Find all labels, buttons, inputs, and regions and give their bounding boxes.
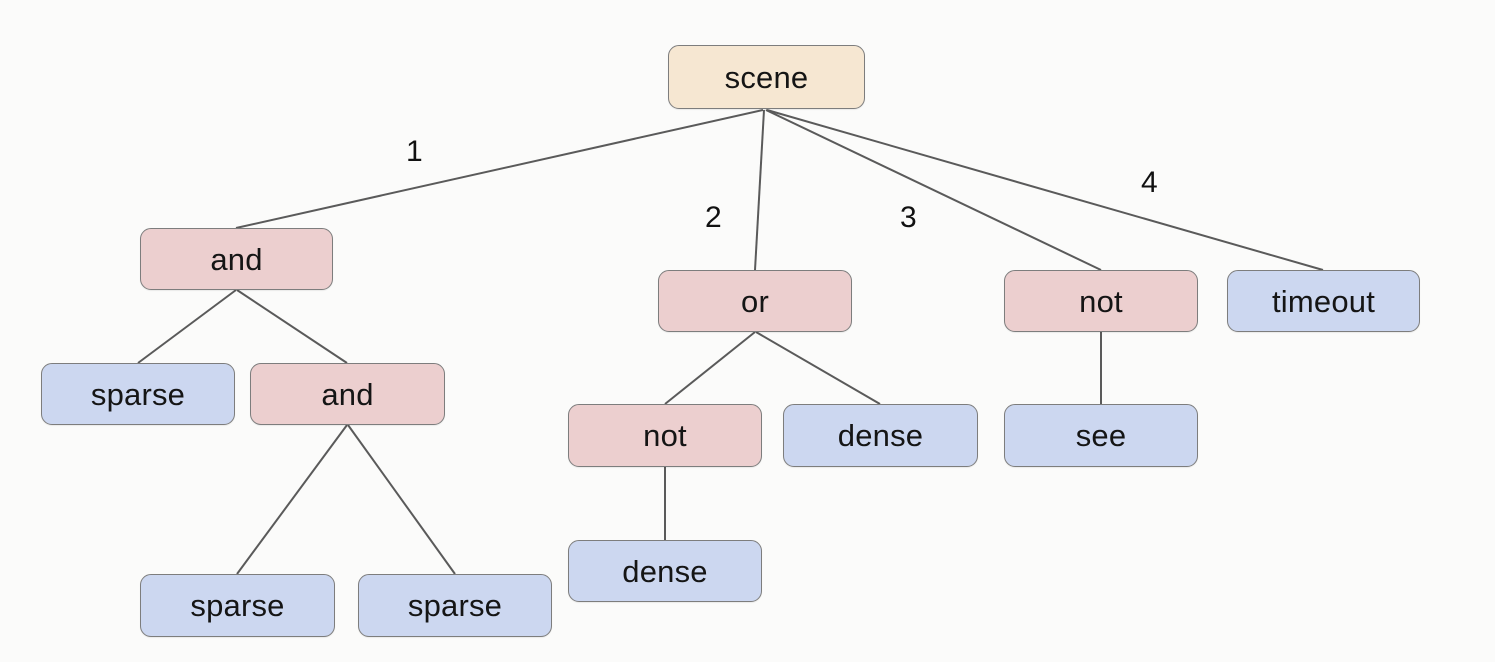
tree-node-and2[interactable]: and [250,363,445,425]
tree-node-not1[interactable]: not [568,404,762,467]
tree-node-label: sparse [407,588,503,623]
tree-node-or1[interactable]: or [658,270,852,332]
tree-node-and1[interactable]: and [140,228,333,290]
tree-node-label: timeout [1271,283,1376,319]
tree-edge [664,331,756,405]
tree-edge [766,109,1324,271]
tree-edge [235,109,764,229]
tree-node-label: or [741,283,769,319]
tree-node-label: not [1079,283,1123,319]
tree-edge [236,289,348,364]
tree-edge [765,109,1102,271]
tree-node-label: not [643,418,687,453]
tree-node-label: see [1075,418,1127,453]
tree-node-label: dense [622,553,708,589]
tree-edge [137,289,237,364]
tree-edge [236,424,348,575]
tree-edge [347,424,456,575]
tree-edge [754,109,765,271]
edge-label-4: 4 [1141,166,1158,199]
tree-node-label: sparse [190,588,285,623]
tree-node-scene[interactable]: scene [668,45,865,109]
tree-node-dense1[interactable]: dense [783,404,978,467]
tree-node-label: and [321,376,374,412]
tree-node-dense2[interactable]: dense [568,540,762,602]
tree-node-label: scene [724,59,809,95]
tree-node-sparse2[interactable]: sparse [140,574,335,637]
tree-node-timeout1[interactable]: timeout [1227,270,1420,332]
tree-node-not2[interactable]: not [1004,270,1198,332]
tree-edge [755,331,881,405]
tree-node-sparse1[interactable]: sparse [41,363,235,425]
edge-label-2: 2 [705,201,722,234]
edge-label-1: 1 [406,135,423,168]
tree-node-label: dense [837,418,924,453]
tree-node-sparse3[interactable]: sparse [358,574,552,637]
tree-node-see1[interactable]: see [1004,404,1198,467]
tree-node-label: and [210,241,263,277]
edge-label-3: 3 [900,201,917,234]
tree-node-label: sparse [90,376,186,412]
